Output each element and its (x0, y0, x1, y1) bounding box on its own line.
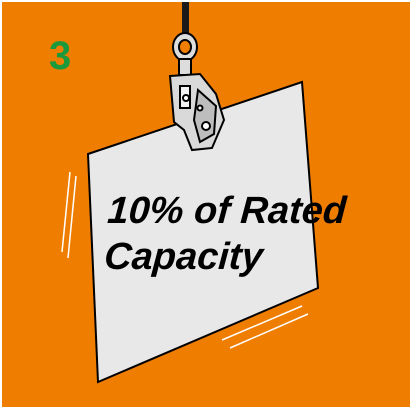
capacity-caption: 10% of Rated Capacity (103, 188, 409, 280)
lifting-clamp-icon (168, 32, 226, 152)
steel-plate-icon (86, 80, 320, 384)
motion-lines-bottom (221, 305, 309, 349)
step-number: 3 (49, 34, 72, 78)
caption-line-2: Capacity (102, 236, 265, 278)
caption-line-1: 10% of Rated (106, 190, 348, 232)
chain-icon (182, 2, 189, 34)
motion-lines-left (61, 171, 77, 259)
